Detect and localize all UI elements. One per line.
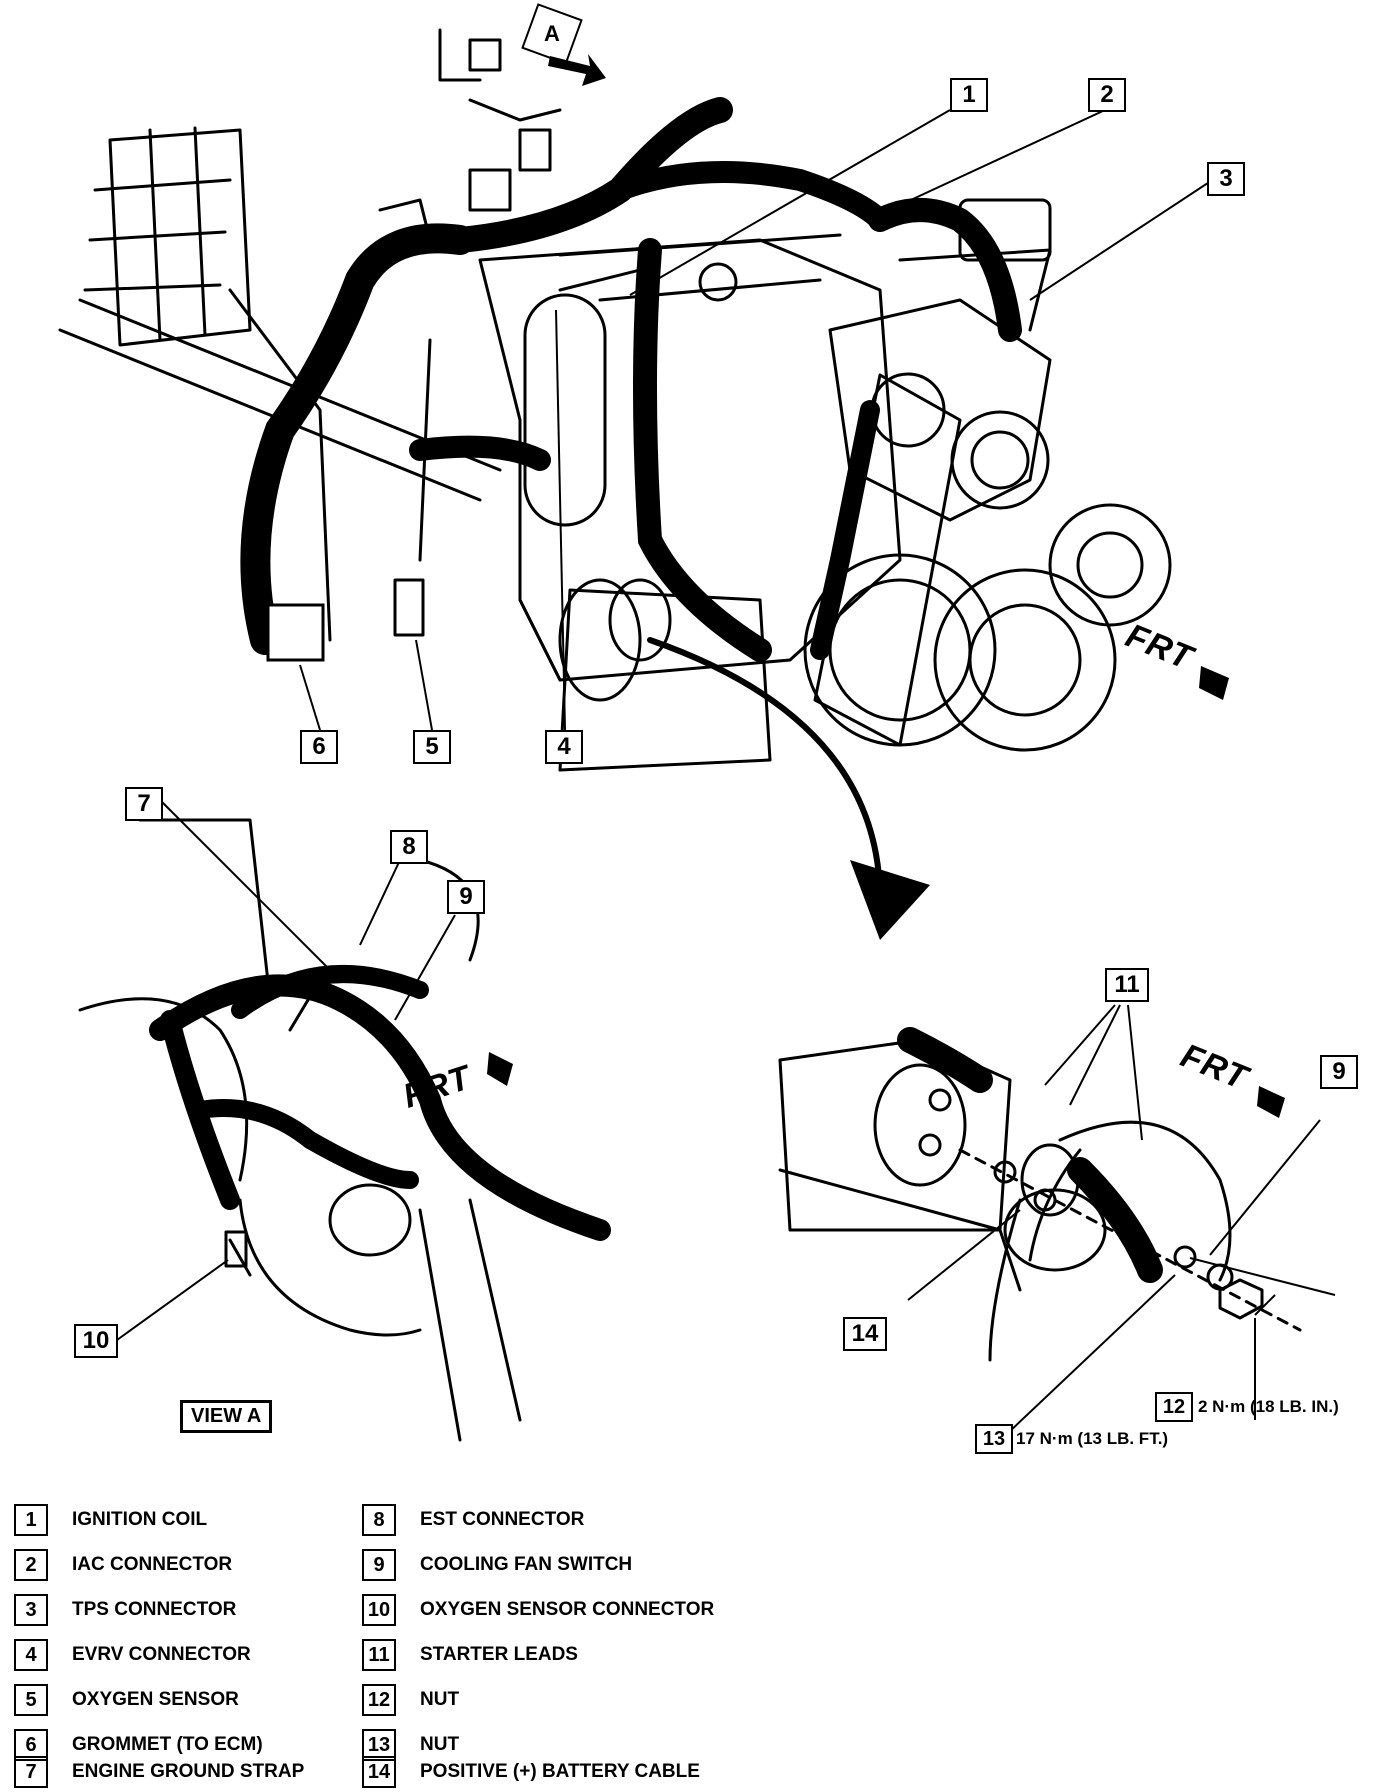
callout-8: 8 (390, 830, 428, 864)
legend-row: 2 IAC CONNECTOR (14, 1549, 232, 1581)
legend-row: 10 OXYGEN SENSOR CONNECTOR (362, 1594, 714, 1626)
legend-label: EVRV CONNECTOR (72, 1644, 251, 1665)
callout-12: 12 (1155, 1392, 1193, 1422)
callout-6: 6 (300, 730, 338, 764)
callout-9-view-a: 9 (447, 880, 485, 914)
legend-row: 13 NUT (362, 1729, 459, 1761)
legend-number: 3 (14, 1594, 48, 1626)
view-a-leader-lines (116, 799, 456, 1341)
legend-number: 12 (362, 1684, 396, 1716)
legend-number: 9 (362, 1549, 396, 1581)
callout-9-starter: 9 (1320, 1055, 1358, 1089)
callout-1: 1 (950, 78, 988, 112)
callout-3: 3 (1207, 162, 1245, 196)
legend-number: 6 (14, 1729, 48, 1761)
legend-label: EST CONNECTOR (420, 1509, 585, 1530)
callout-4: 4 (545, 730, 583, 764)
legend-number: 4 (14, 1639, 48, 1671)
frt-arrow-main-icon (1199, 666, 1229, 700)
view-a-harness (149, 965, 611, 1241)
legend-label: STARTER LEADS (420, 1644, 578, 1665)
legend-label: NUT (420, 1689, 460, 1710)
legend-row: 4 EVRV CONNECTOR (14, 1639, 251, 1671)
starter-coils (897, 1027, 1163, 1283)
legend-number: 10 (362, 1594, 396, 1626)
legend-number: 2 (14, 1549, 48, 1581)
view-a-marker-letter: A (544, 20, 560, 46)
starter-detail (778, 1038, 1302, 1362)
legend-number: 13 (362, 1729, 396, 1761)
legend-label: POSITIVE (+) BATTERY CABLE (420, 1761, 700, 1782)
legend-row: 11 STARTER LEADS (362, 1639, 578, 1671)
main-leader-lines (299, 109, 1221, 731)
legend-number: 11 (362, 1639, 396, 1671)
legend-row: 1 IGNITION COIL (14, 1504, 207, 1536)
legend-row: 7 ENGINE GROUND STRAP (14, 1756, 304, 1788)
callout-2: 2 (1088, 78, 1126, 112)
callout-7: 7 (125, 787, 163, 821)
callout-10: 10 (74, 1324, 118, 1358)
legend-label: OXYGEN SENSOR (72, 1689, 239, 1710)
callout-14: 14 (843, 1317, 887, 1351)
legend-row: 5 OXYGEN SENSOR (14, 1684, 239, 1716)
legend-number: 14 (362, 1756, 396, 1788)
starter-leader-lines (907, 1004, 1336, 1451)
wire-harness-loom (240, 97, 1022, 662)
legend-row: 9 COOLING FAN SWITCH (362, 1549, 632, 1581)
callout-11: 11 (1105, 968, 1149, 1002)
legend-row: 12 NUT (362, 1684, 459, 1716)
legend-label: GROMMET (TO ECM) (72, 1734, 263, 1755)
legend-label: COOLING FAN SWITCH (420, 1554, 633, 1575)
callout-13: 13 (975, 1424, 1013, 1454)
legend-label: IGNITION COIL (72, 1509, 208, 1530)
grommet-shape (266, 603, 325, 662)
legend-label: ENGINE GROUND STRAP (72, 1761, 305, 1782)
legend-row: 14 POSITIVE (+) BATTERY CABLE (362, 1756, 700, 1788)
view-a-direction-arrow-icon (548, 54, 606, 86)
view-a-label: VIEW A (180, 1400, 273, 1433)
legend-row: 8 EST CONNECTOR (362, 1504, 584, 1536)
legend-label: TPS CONNECTOR (72, 1599, 237, 1620)
legend-row: 6 GROMMET (TO ECM) (14, 1729, 263, 1761)
legend-label: NUT (420, 1734, 460, 1755)
legend-number: 1 (14, 1504, 48, 1536)
legend-label: IAC CONNECTOR (72, 1554, 233, 1575)
legend-number: 8 (362, 1504, 396, 1536)
callout-5: 5 (413, 730, 451, 764)
frt-arrow-view-a-icon (487, 1052, 513, 1086)
main-engine-view (58, 28, 1172, 940)
legend-label: OXYGEN SENSOR CONNECTOR (420, 1599, 715, 1620)
torque-nut-13: 17 N·m (13 LB. FT.) (1016, 1429, 1169, 1448)
torque-nut-12: 2 N·m (18 LB. IN.) (1198, 1397, 1339, 1416)
frt-arrow-starter-icon (1257, 1086, 1285, 1118)
legend-row: 3 TPS CONNECTOR (14, 1594, 236, 1626)
legend-number: 5 (14, 1684, 48, 1716)
legend-number: 7 (14, 1756, 48, 1788)
